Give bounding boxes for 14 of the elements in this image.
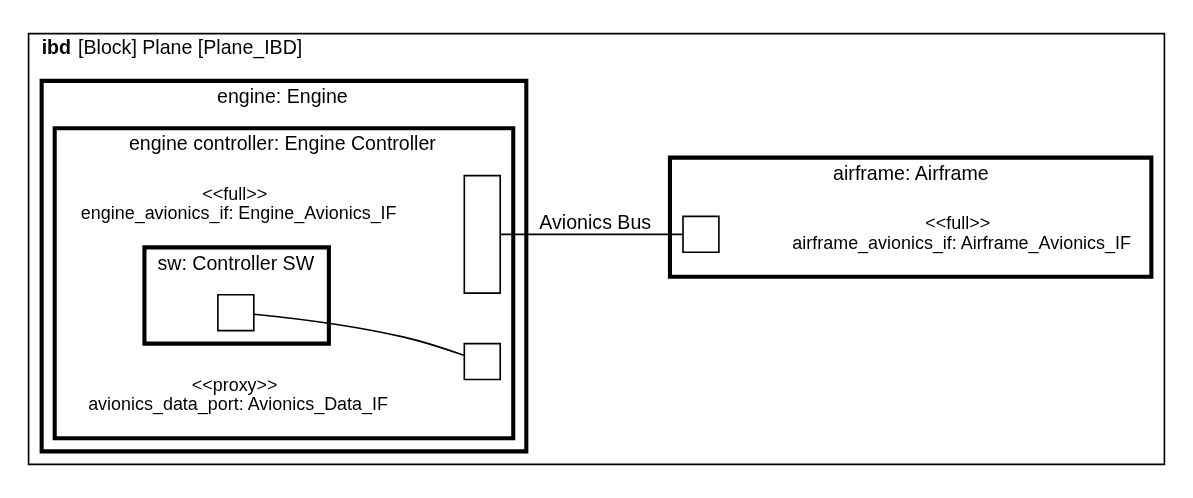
- node-box: [682, 215, 720, 254]
- node-box: [217, 293, 255, 332]
- node-label: airframe_avionics_if: Airframe_Avionics_IF: [792, 232, 1131, 253]
- connector: [500, 233, 684, 236]
- edge-label: Avionics Bus: [539, 210, 652, 233]
- cluster: sw: Controller SW: [142, 245, 331, 346]
- node-box: [463, 342, 502, 381]
- node-label: <<full>>: [202, 183, 268, 204]
- node-label: <<full>>: [925, 213, 991, 234]
- node-box: [463, 174, 502, 294]
- node-label: avionics_data_port: Avionics_Data_IF: [88, 394, 388, 415]
- node-label: <<proxy>>: [191, 374, 278, 395]
- connector: [253, 313, 465, 357]
- node-label: engine_avionics_if: Engine_Avionics_IF: [80, 203, 397, 224]
